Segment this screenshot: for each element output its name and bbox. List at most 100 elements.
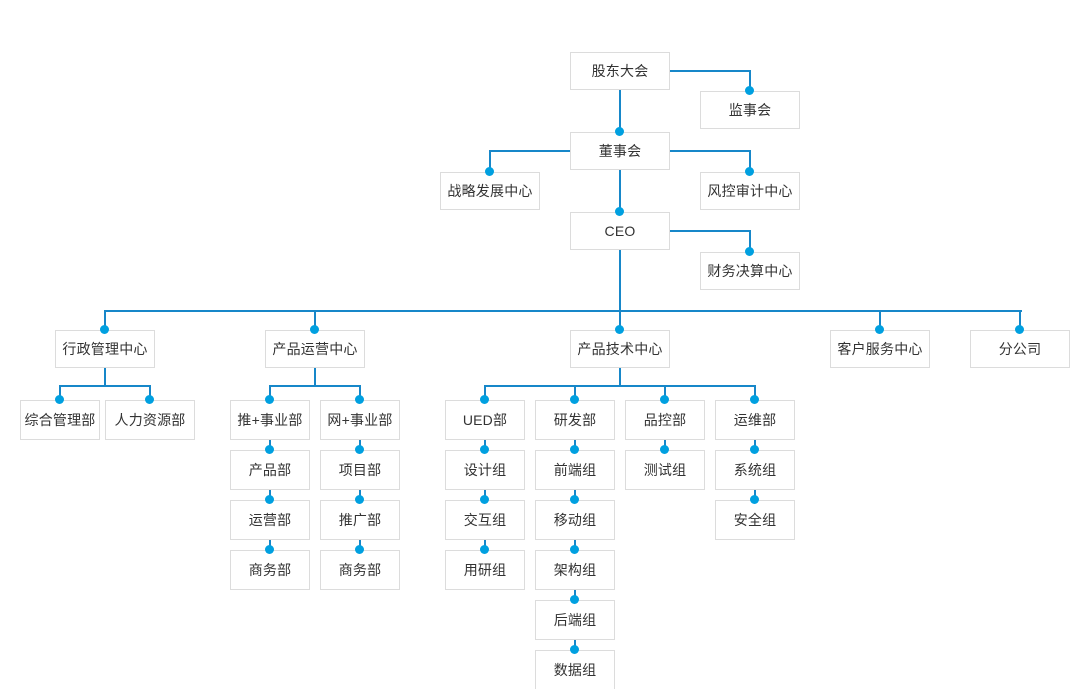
node-system-group[interactable]: 系统组 — [715, 450, 795, 490]
connector-board-to-risk-audit-vertical — [749, 150, 751, 172]
connector-admin-branch-bus — [60, 385, 150, 387]
connector-bus-drop-branch — [1019, 310, 1021, 330]
node-strategy-development-center[interactable]: 战略发展中心 — [440, 172, 540, 210]
node-ceo[interactable]: CEO — [570, 212, 670, 250]
node-architecture-group[interactable]: 架构组 — [535, 550, 615, 590]
node-board-of-directors[interactable]: 董事会 — [570, 132, 670, 170]
node-ued-dept[interactable]: UED部 — [445, 400, 525, 440]
connector-dot-rd-dept — [570, 395, 579, 404]
connector-board-to-risk-audit-horizontal — [670, 150, 750, 152]
node-frontend-group[interactable]: 前端组 — [535, 450, 615, 490]
node-risk-audit-center[interactable]: 风控审计中心 — [700, 172, 800, 210]
node-tui-business-unit[interactable]: 推+事业部 — [230, 400, 310, 440]
connector-dot-project-dept — [355, 445, 364, 454]
connector-dot-admin-management-center — [100, 325, 109, 334]
connector-ceo-to-finance-horizontal — [670, 230, 750, 232]
node-promotion-dept[interactable]: 推广部 — [320, 500, 400, 540]
node-design-group[interactable]: 设计组 — [445, 450, 525, 490]
connector-dot-tui-business-unit — [265, 395, 274, 404]
node-business-dept-right[interactable]: 商务部 — [320, 550, 400, 590]
node-business-dept-left[interactable]: 商务部 — [230, 550, 310, 590]
node-backend-group[interactable]: 后端组 — [535, 600, 615, 640]
connector-dot-finance-settlement-center — [745, 247, 754, 256]
connector-dot-ued-dept — [480, 395, 489, 404]
node-data-group[interactable]: 数据组 — [535, 650, 615, 689]
connector-dot-backend-group — [570, 595, 579, 604]
connector-product-tech-stem — [619, 368, 621, 386]
connector-board-to-ceo-vertical — [619, 170, 621, 212]
connector-product-tech-branch-bus — [485, 385, 755, 387]
connector-dot-business-dept-left — [265, 545, 274, 554]
connector-ceo-to-finance-vertical — [749, 230, 751, 252]
node-project-dept[interactable]: 项目部 — [320, 450, 400, 490]
connector-dot-promotion-dept — [355, 495, 364, 504]
node-shareholders-meeting[interactable]: 股东大会 — [570, 52, 670, 90]
node-product-operations-center[interactable]: 产品运营中心 — [265, 330, 365, 368]
connector-shareholders-to-supervisors-horizontal — [670, 70, 750, 72]
connector-admin-stem — [104, 368, 106, 386]
node-test-group[interactable]: 测试组 — [625, 450, 705, 490]
connector-dot-data-group — [570, 645, 579, 654]
connector-bus-drop-product-operations — [314, 310, 316, 330]
connector-bus-drop-customer-service — [879, 310, 881, 330]
node-admin-management-center[interactable]: 行政管理中心 — [55, 330, 155, 368]
connector-product-operations-branch-bus — [270, 385, 360, 387]
connector-product-tech-drop-ops — [754, 385, 756, 400]
node-human-resources-dept[interactable]: 人力资源部 — [105, 400, 195, 440]
connector-dot-human-resources-dept — [145, 395, 154, 404]
connector-dot-security-group — [750, 495, 759, 504]
connector-board-to-strategy-horizontal — [490, 150, 570, 152]
node-board-of-supervisors[interactable]: 监事会 — [700, 91, 800, 129]
connector-shareholders-to-supervisors-vertical — [749, 70, 751, 91]
connector-dot-branch-company — [1015, 325, 1024, 334]
connector-dot-product-operations-center — [310, 325, 319, 334]
connector-bus-drop-admin — [104, 310, 106, 330]
node-branch-company[interactable]: 分公司 — [970, 330, 1070, 368]
connector-product-tech-drop-rd — [574, 385, 576, 400]
connector-product-tech-drop-qa — [664, 385, 666, 400]
connector-dot-qa-dept — [660, 395, 669, 404]
node-finance-settlement-center[interactable]: 财务决算中心 — [700, 252, 800, 290]
connector-dot-board-of-directors — [615, 127, 624, 136]
node-customer-service-center[interactable]: 客户服务中心 — [830, 330, 930, 368]
connector-dot-design-group — [480, 445, 489, 454]
connector-shareholders-to-board-vertical — [619, 90, 621, 132]
connector-board-to-strategy-vertical — [489, 150, 491, 172]
connector-dot-product-tech-center — [615, 325, 624, 334]
connector-ceo-to-bus-vertical — [619, 250, 621, 312]
node-product-dept[interactable]: 产品部 — [230, 450, 310, 490]
connector-dot-frontend-group — [570, 445, 579, 454]
connector-admin-drop-general — [59, 385, 61, 400]
node-product-tech-center[interactable]: 产品技术中心 — [570, 330, 670, 368]
node-security-group[interactable]: 安全组 — [715, 500, 795, 540]
connector-dot-system-group — [750, 445, 759, 454]
connector-dot-ceo — [615, 207, 624, 216]
node-wang-business-unit[interactable]: 网+事业部 — [320, 400, 400, 440]
node-rd-dept[interactable]: 研发部 — [535, 400, 615, 440]
connector-dot-mobile-group — [570, 495, 579, 504]
connector-dot-wang-business-unit — [355, 395, 364, 404]
connector-dot-general-management-dept — [55, 395, 64, 404]
connector-dot-interaction-group — [480, 495, 489, 504]
node-ops-dept[interactable]: 运维部 — [715, 400, 795, 440]
connector-product-operations-drop-wang — [359, 385, 361, 400]
connector-main-bus-horizontal — [105, 310, 1022, 312]
connector-dot-risk-audit-center — [745, 167, 754, 176]
connector-dot-customer-service-center — [875, 325, 884, 334]
connector-dot-test-group — [660, 445, 669, 454]
node-user-research-group[interactable]: 用研组 — [445, 550, 525, 590]
node-general-management-dept[interactable]: 综合管理部 — [20, 400, 100, 440]
node-qa-dept[interactable]: 品控部 — [625, 400, 705, 440]
node-interaction-group[interactable]: 交互组 — [445, 500, 525, 540]
connector-bus-drop-product-tech — [619, 310, 621, 330]
connector-product-operations-stem — [314, 368, 316, 386]
node-operations-dept[interactable]: 运营部 — [230, 500, 310, 540]
connector-dot-architecture-group — [570, 545, 579, 554]
connector-dot-strategy-development-center — [485, 167, 494, 176]
connector-dot-user-research-group — [480, 545, 489, 554]
connector-admin-drop-hr — [149, 385, 151, 400]
node-mobile-group[interactable]: 移动组 — [535, 500, 615, 540]
connector-product-operations-drop-tui — [269, 385, 271, 400]
connector-dot-board-of-supervisors — [745, 86, 754, 95]
